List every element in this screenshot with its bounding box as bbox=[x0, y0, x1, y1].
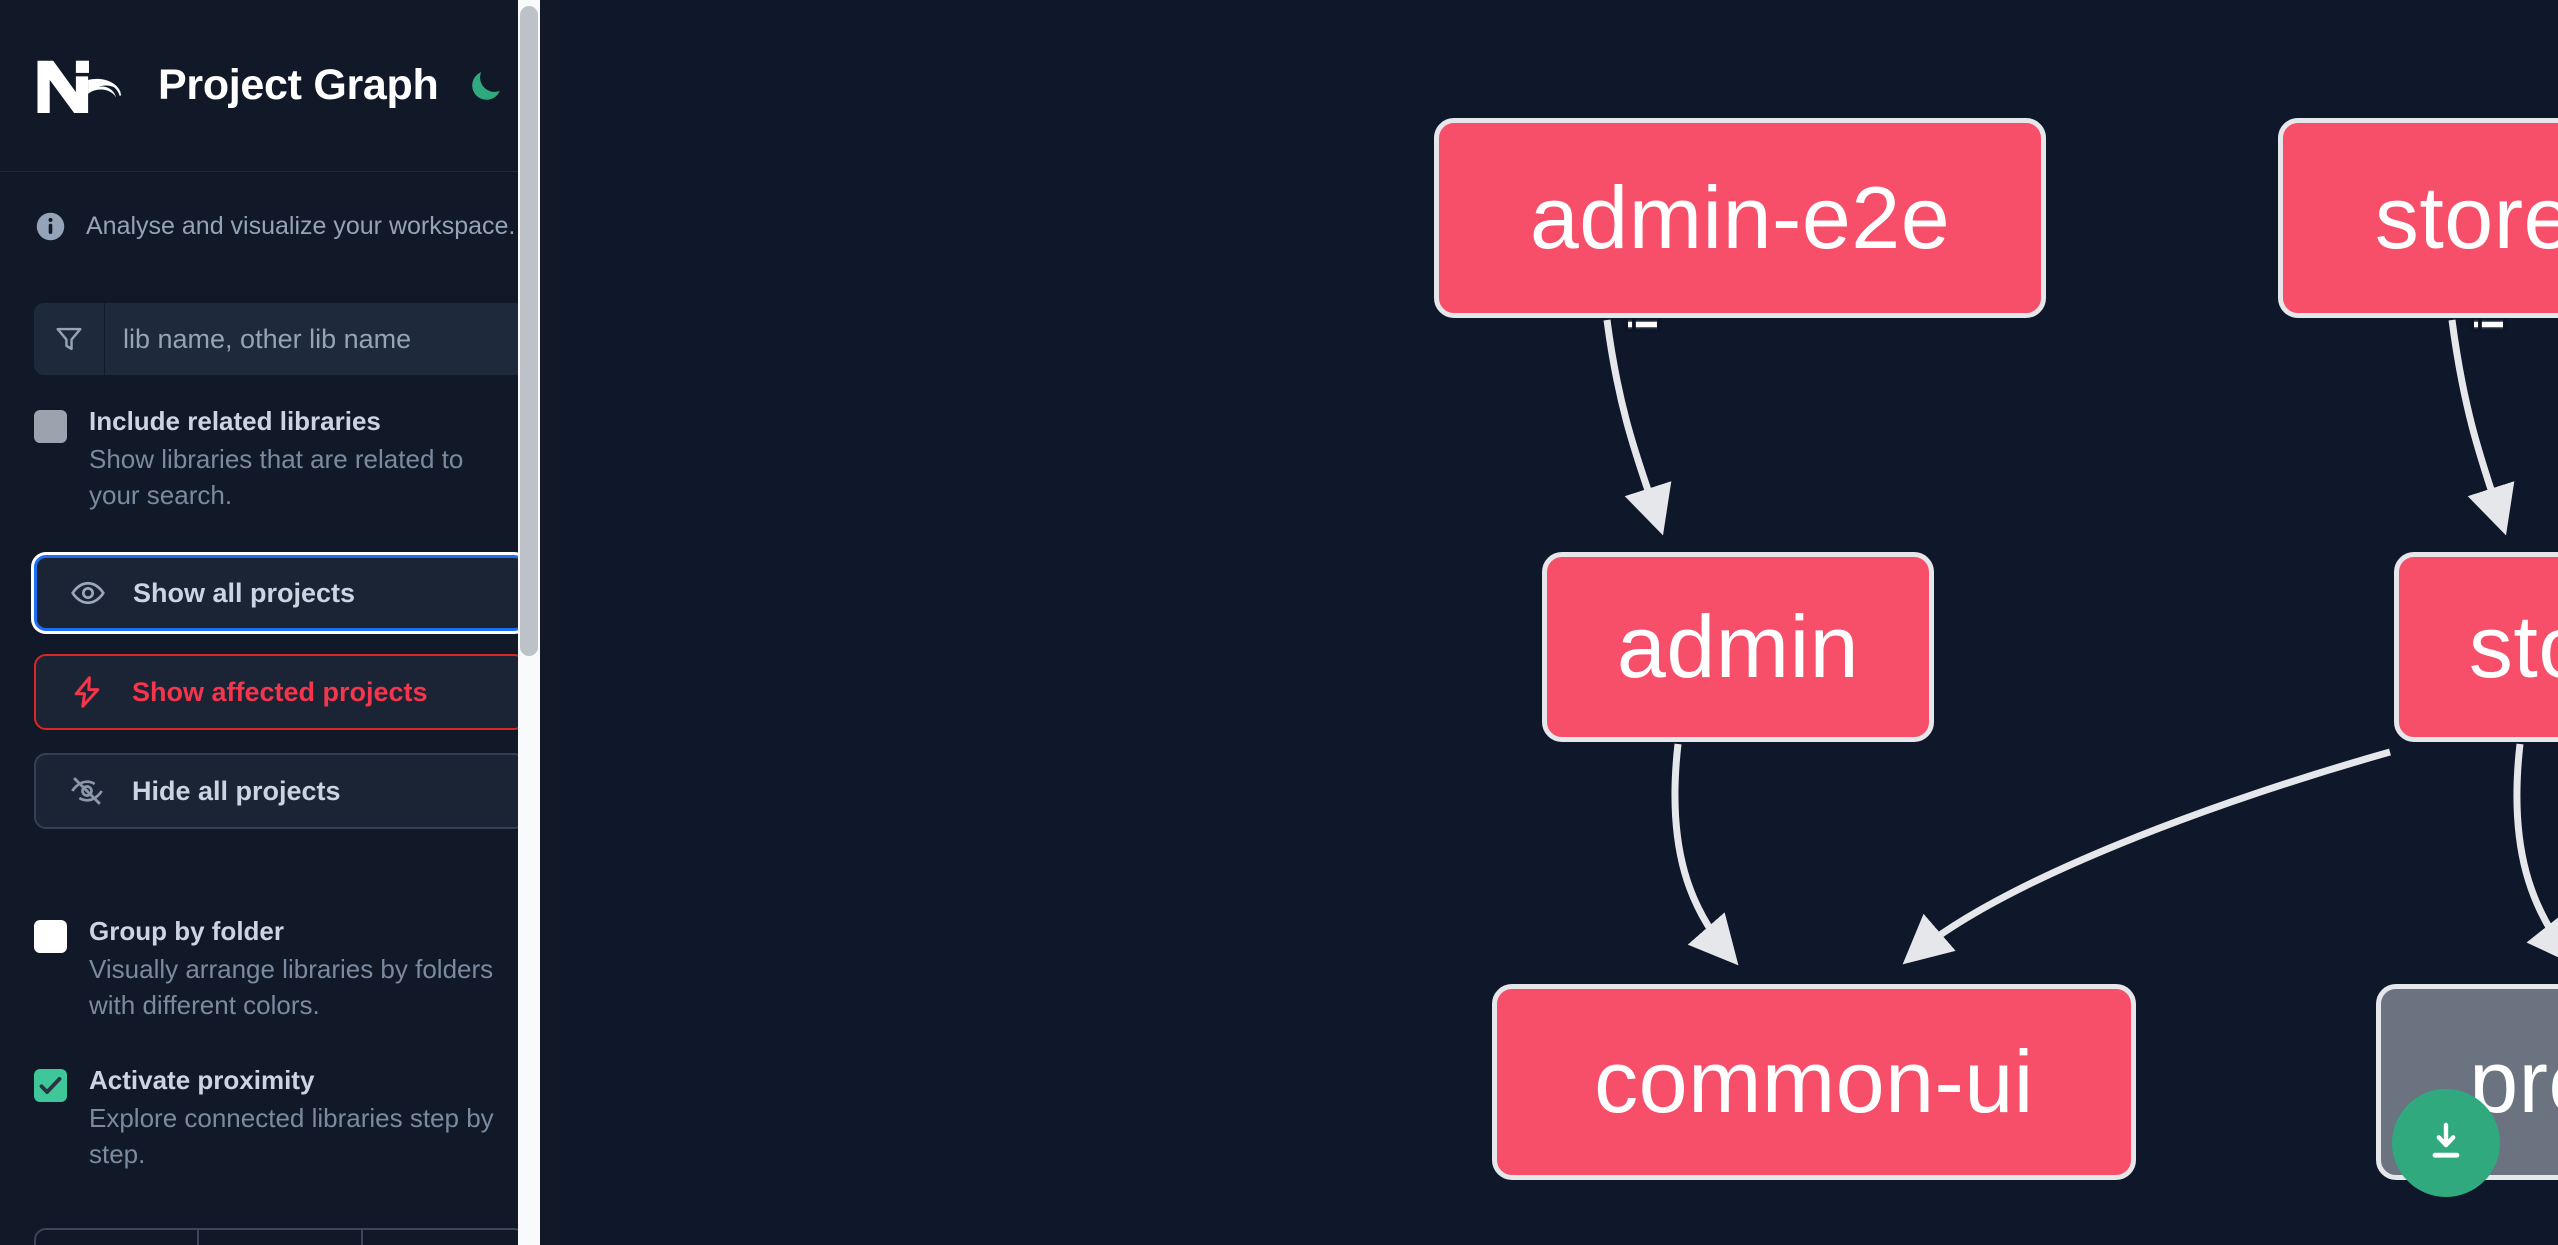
show-affected-projects-label: Show affected projects bbox=[132, 676, 428, 707]
proximity-step-value[interactable] bbox=[199, 1230, 363, 1245]
node-label: store-e2e bbox=[2374, 168, 2558, 267]
graph-node-store[interactable]: store bbox=[2394, 552, 2558, 742]
option-description: Visually arrange libraries by folders wi… bbox=[89, 954, 494, 1020]
page-title: Project Graph bbox=[158, 61, 439, 109]
node-label: common-ui bbox=[1594, 1032, 2034, 1131]
graph-canvas[interactable]: implicit implicit admin-e2e store-e2e ad… bbox=[560, 0, 2558, 1245]
eye-off-icon bbox=[68, 772, 106, 810]
graph-node-admin-e2e[interactable]: admin-e2e bbox=[1434, 118, 2046, 318]
option-include-related-libraries[interactable]: Include related libraries Show libraries… bbox=[0, 375, 560, 513]
graph-node-admin[interactable]: admin bbox=[1542, 552, 1934, 742]
edge-store-to-products bbox=[2513, 743, 2558, 966]
sidebar-scrollbar[interactable] bbox=[518, 0, 540, 1245]
graph-edges bbox=[1603, 319, 2558, 966]
option-text: Include related libraries Show libraries… bbox=[89, 404, 526, 513]
edge-store-e2e-to-store bbox=[2448, 319, 2515, 536]
edge-admin-e2e-to-admin bbox=[1603, 319, 1672, 536]
edge-store-to-common-ui bbox=[1902, 748, 2391, 965]
option-activate-proximity[interactable]: Activate proximity Explore connected lib… bbox=[0, 1023, 560, 1172]
search-bar[interactable] bbox=[34, 303, 526, 375]
proximity-step-increase[interactable] bbox=[363, 1230, 524, 1245]
show-affected-projects-button[interactable]: Show affected projects bbox=[34, 654, 526, 731]
node-label: store bbox=[2468, 597, 2558, 696]
show-all-projects-button[interactable]: Show all projects bbox=[34, 555, 526, 632]
include-related-libraries-checkbox[interactable] bbox=[34, 410, 67, 443]
sidebar: Project Graph Analyse and visualize your… bbox=[0, 0, 560, 1245]
hide-all-projects-label: Hide all projects bbox=[132, 775, 341, 806]
lightning-icon bbox=[68, 673, 106, 711]
search-input[interactable] bbox=[105, 303, 526, 375]
hide-all-projects-button[interactable]: Hide all projects bbox=[34, 753, 526, 830]
node-label: admin-e2e bbox=[1529, 168, 1951, 267]
check-icon bbox=[39, 1077, 62, 1095]
tagline-text: Analyse and visualize your workspace. bbox=[86, 212, 516, 240]
group-by-folder-checkbox[interactable] bbox=[34, 920, 67, 954]
graph-node-store-e2e[interactable]: store-e2e bbox=[2278, 118, 2558, 318]
moon-icon[interactable] bbox=[466, 63, 506, 109]
sidebar-content: Project Graph Analyse and visualize your… bbox=[0, 0, 560, 1245]
option-text: Activate proximity Explore connected lib… bbox=[89, 1063, 526, 1172]
graph-node-common-ui[interactable]: common-ui bbox=[1492, 984, 2136, 1180]
visibility-button-group: Show all projects Show affected projects bbox=[0, 513, 560, 830]
option-text: Group by folder Visually arrange librari… bbox=[89, 914, 526, 1023]
download-button[interactable] bbox=[2392, 1089, 2500, 1197]
activate-proximity-checkbox[interactable] bbox=[34, 1069, 67, 1103]
option-title: Include related libraries bbox=[89, 406, 381, 436]
node-label: admin bbox=[1616, 597, 1860, 696]
eye-icon bbox=[69, 574, 107, 612]
sidebar-header: Project Graph bbox=[0, 0, 560, 172]
nx-logo bbox=[34, 55, 130, 117]
filter-icon bbox=[34, 303, 105, 375]
option-group-by-folder[interactable]: Group by folder Visually arrange librari… bbox=[0, 870, 560, 1023]
tagline: Analyse and visualize your workspace. bbox=[0, 172, 560, 243]
show-all-projects-label: Show all projects bbox=[133, 577, 356, 608]
info-icon bbox=[34, 210, 67, 243]
option-title: Activate proximity bbox=[89, 1065, 315, 1096]
option-description: Explore connected libraries step by step… bbox=[89, 1103, 494, 1169]
proximity-step-button-group[interactable] bbox=[34, 1228, 526, 1245]
proximity-step-decrease[interactable] bbox=[36, 1230, 200, 1245]
sidebar-right-edge bbox=[540, 0, 560, 1245]
option-title: Group by folder bbox=[89, 916, 284, 947]
option-description: Show libraries that are related to your … bbox=[89, 444, 464, 510]
sidebar-scrollbar-thumb[interactable] bbox=[520, 6, 538, 656]
edge-admin-to-common-ui bbox=[1671, 743, 1739, 966]
download-icon bbox=[2422, 1118, 2470, 1169]
